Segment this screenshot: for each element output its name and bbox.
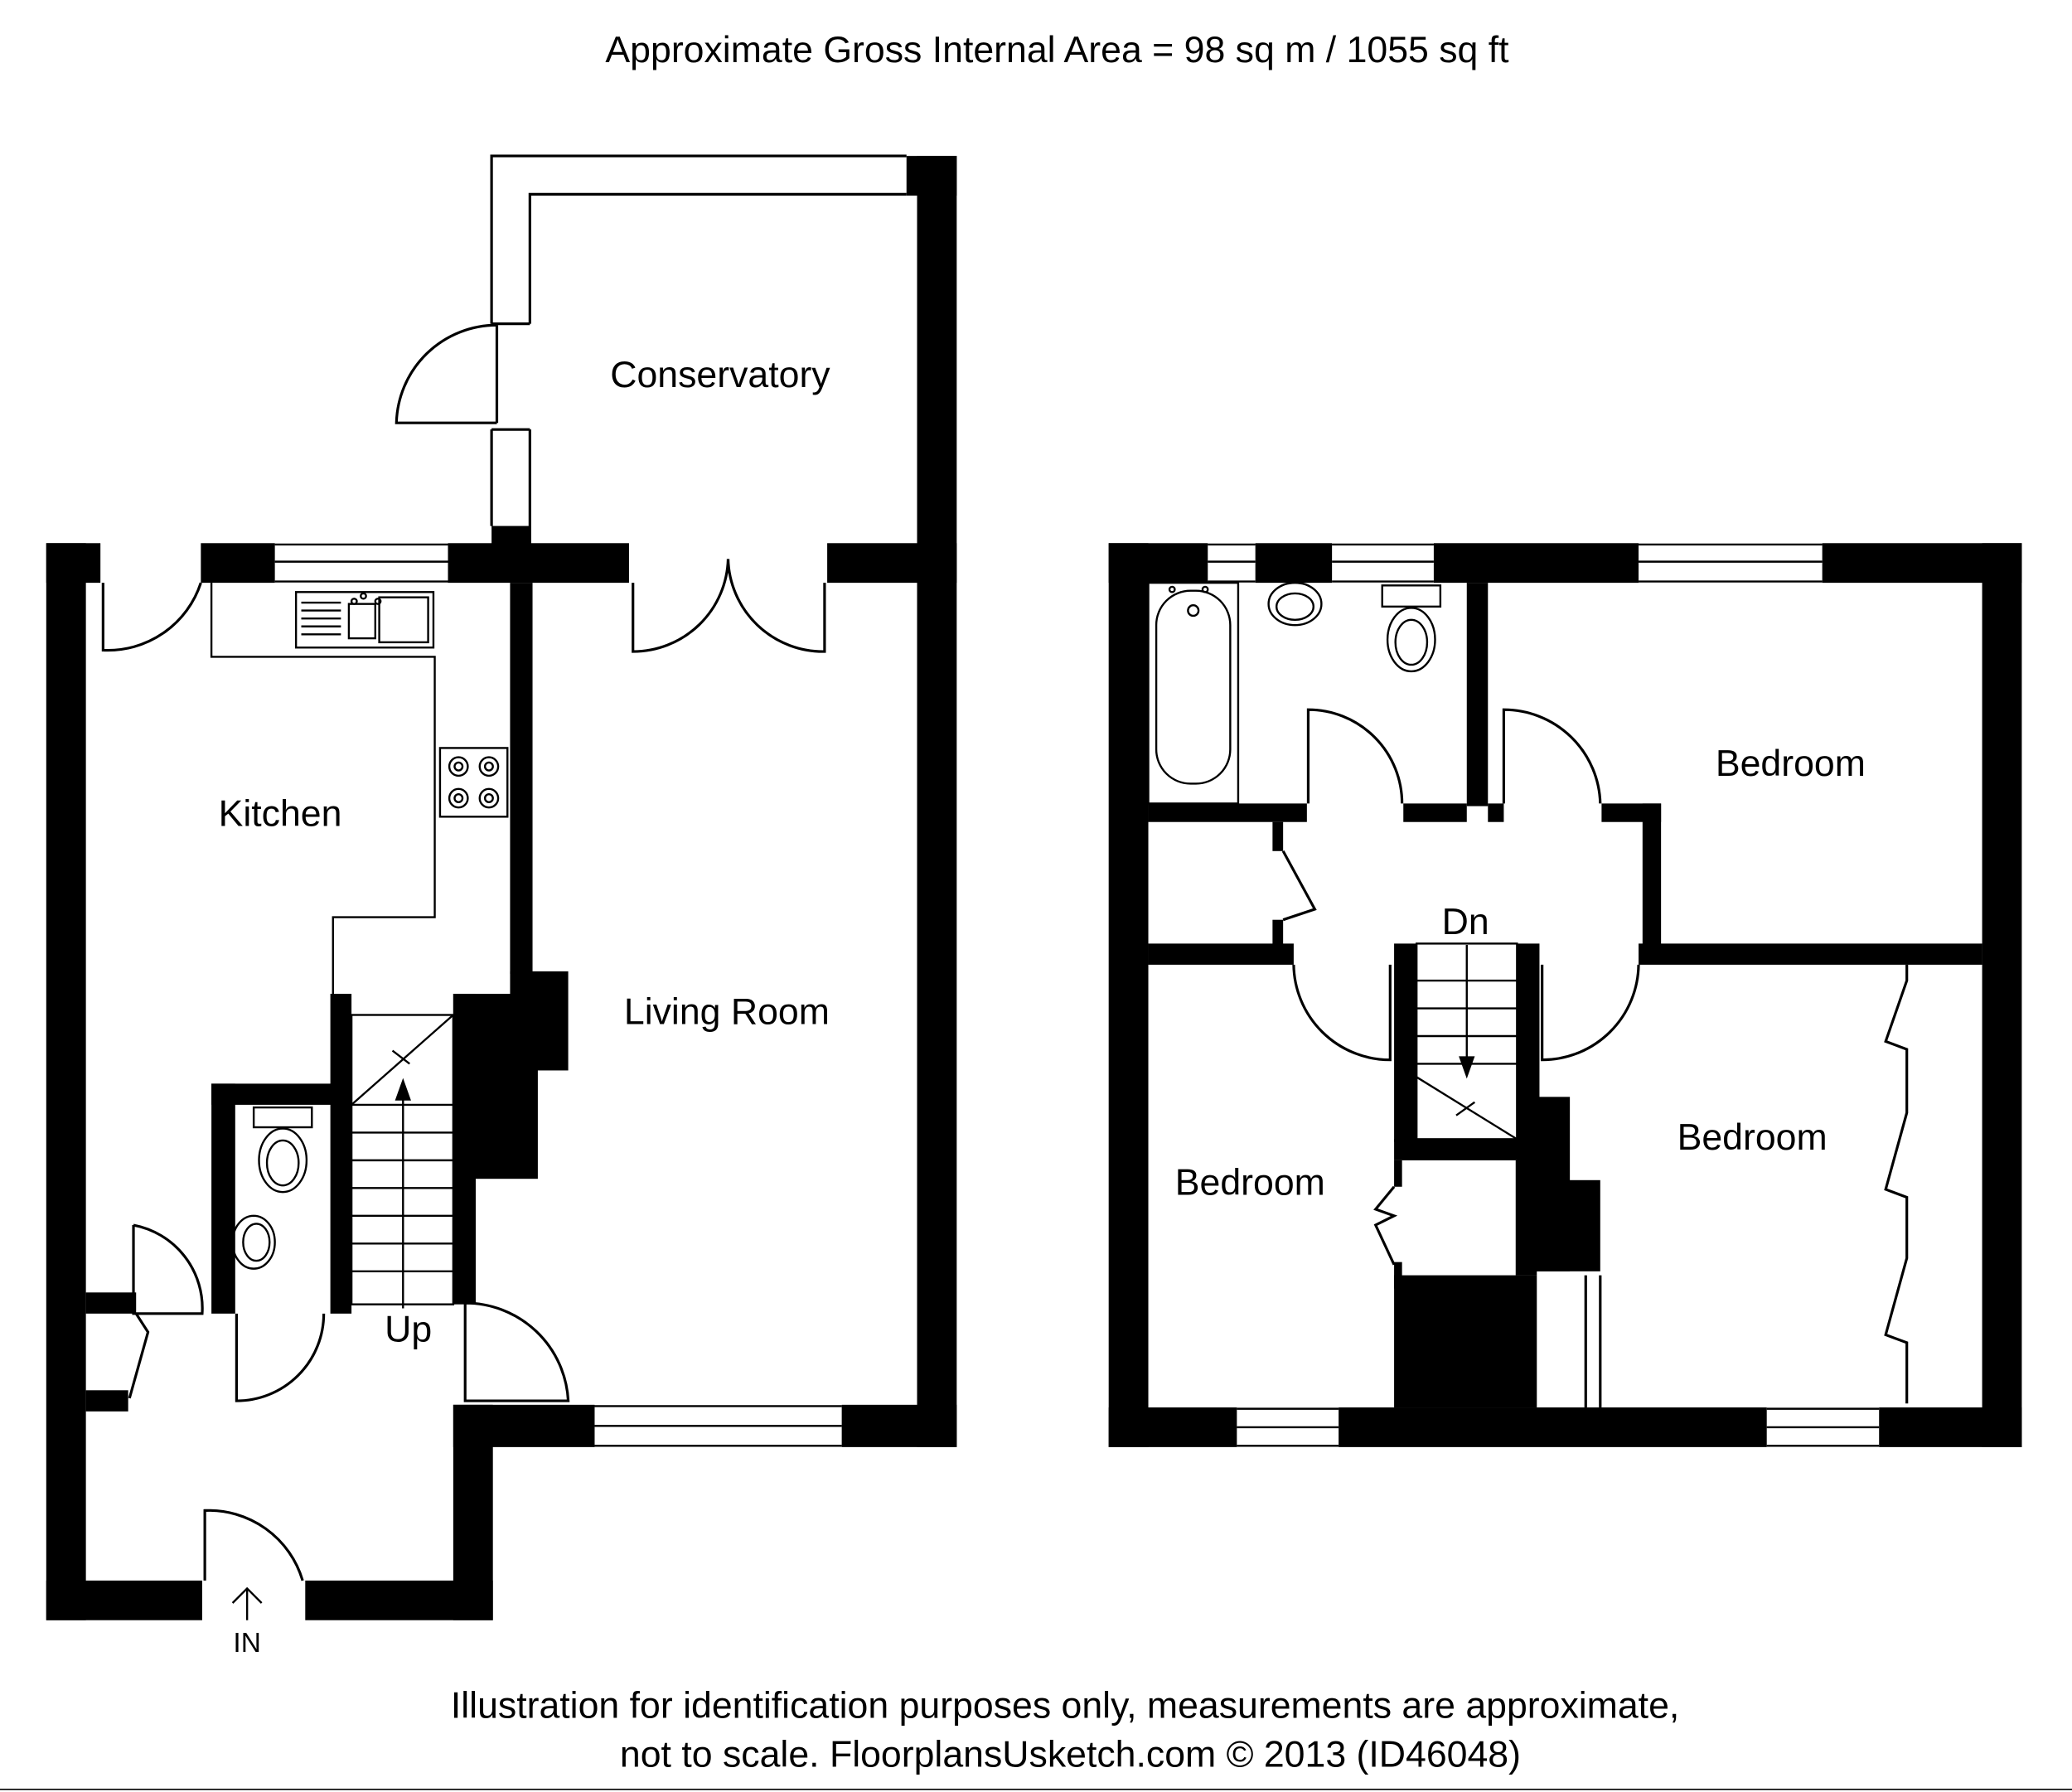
conservatory-label: Conservatory bbox=[610, 355, 830, 395]
conservatory-door bbox=[395, 323, 499, 424]
kitchen-worktop bbox=[210, 583, 436, 994]
first-floor-windows bbox=[1208, 543, 1880, 1447]
entrance-label: IN bbox=[233, 1628, 260, 1659]
ground-floor-windows bbox=[274, 543, 842, 1447]
entrance-arrow-icon bbox=[231, 1586, 263, 1620]
kitchen-hob-icon bbox=[438, 747, 509, 818]
kitchen-label: Kitchen bbox=[219, 793, 342, 834]
bathroom-toilet-icon bbox=[1381, 584, 1442, 673]
living-room-label: Living Room bbox=[624, 992, 830, 1033]
disclaimer-line-1: Illustration for identification purposes… bbox=[451, 1686, 1679, 1727]
ground-floor-doors bbox=[101, 559, 826, 1581]
ground-floor-walls bbox=[46, 543, 957, 1620]
bedroom-1-label: Bedroom bbox=[1716, 743, 1866, 784]
conservatory-walls bbox=[491, 156, 957, 1447]
first-floor-plan: Bedroom Dn Bedroom Bedroom bbox=[1108, 543, 2022, 1447]
stairs-down-label: Dn bbox=[1442, 902, 1489, 942]
bedroom-3-label: Bedroom bbox=[1175, 1162, 1325, 1203]
ground-floor-stairs bbox=[350, 1014, 455, 1309]
area-title: Approximate Gross Internal Area = 98 sq … bbox=[605, 30, 1509, 70]
disclaimer-line-2: not to scale. FloorplansUsketch.com © 20… bbox=[620, 1735, 1521, 1775]
first-floor-doors bbox=[1281, 708, 1909, 1408]
wc-toilet-icon bbox=[252, 1106, 313, 1194]
first-floor-walls bbox=[1108, 543, 2022, 1447]
bedroom-2-label: Bedroom bbox=[1677, 1117, 1828, 1158]
conservatory-glazing bbox=[490, 154, 907, 526]
bathroom-basin-icon bbox=[1267, 581, 1323, 627]
bath-icon bbox=[1147, 581, 1240, 805]
first-floor-stairs bbox=[1415, 942, 1518, 1141]
ground-floor-plan: Conservatory Kitchen Living Room Up IN bbox=[46, 154, 957, 1659]
wc-basin-icon bbox=[231, 1214, 276, 1270]
stairs-up-label: Up bbox=[385, 1309, 432, 1349]
